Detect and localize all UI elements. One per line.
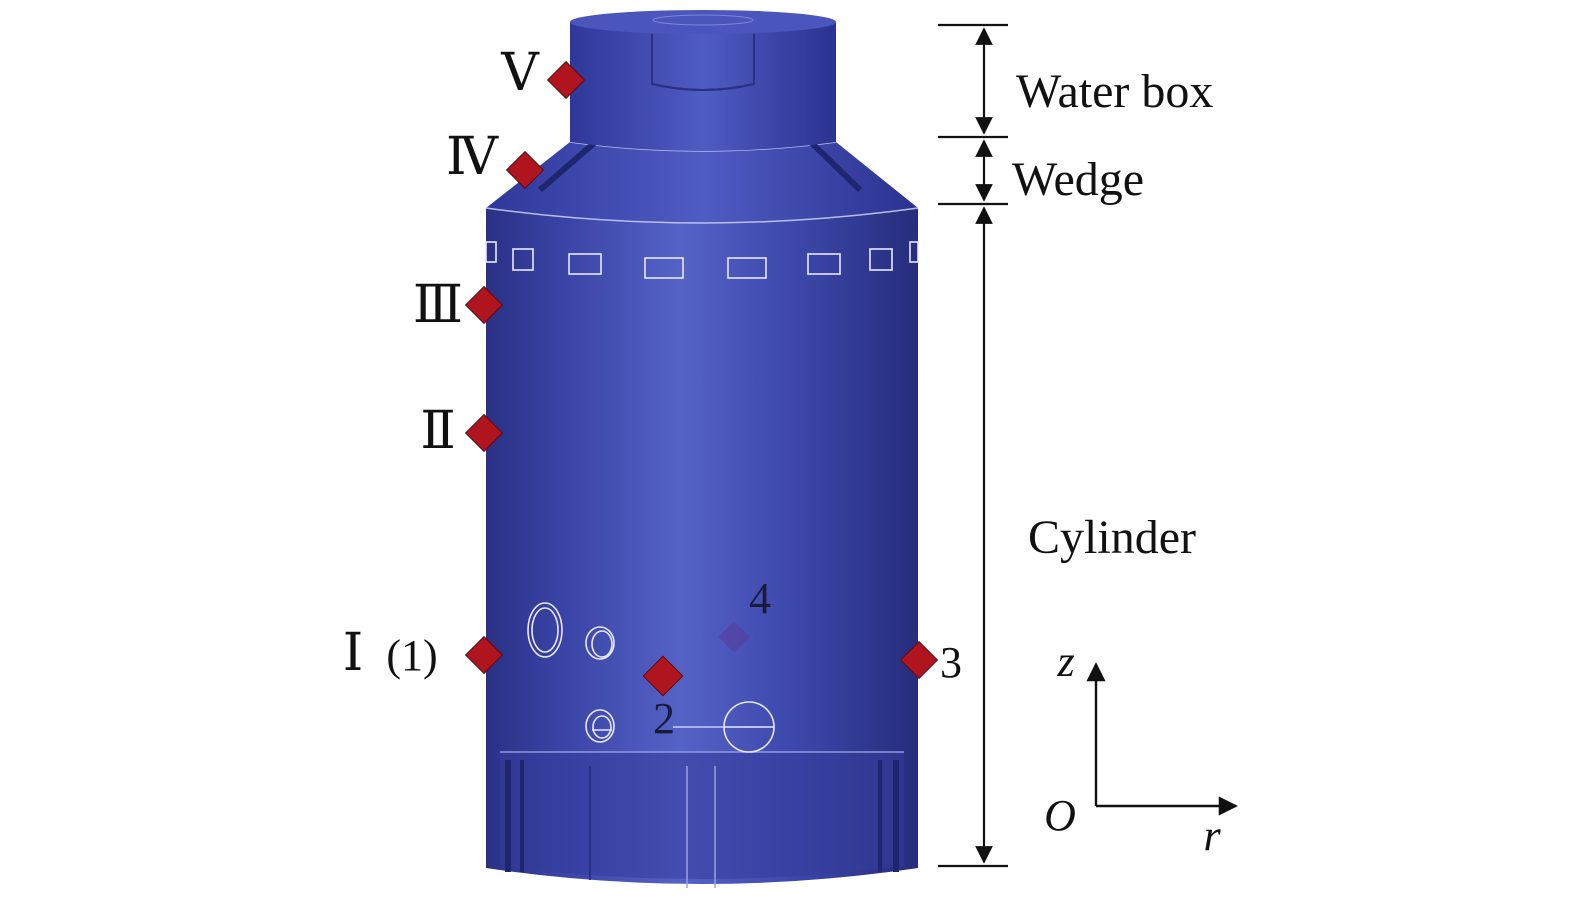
label-r-axis: r [1203,811,1221,860]
label-point-I: Ⅰ [343,625,364,682]
water-box-top [570,10,836,34]
marker-II [464,413,504,453]
label-point-2: 2 [653,694,675,743]
label-point-1: (1) [386,631,437,680]
label-cylinder: Cylinder [1028,511,1196,564]
label-point-IV: Ⅳ [446,129,499,186]
wedge-cone [486,142,918,223]
label-z-axis: z [1056,637,1074,686]
marker-I [464,635,504,675]
label-point-4: 4 [749,574,771,623]
label-point-III: Ⅲ [413,277,463,334]
label-point-II: Ⅱ [420,403,455,460]
water-box-shell [570,22,836,151]
nozzle-ring [485,241,919,279]
marker-2 [642,655,684,697]
label-water-box: Water box [1016,65,1213,118]
label-point-V: Ⅴ [500,45,540,102]
marker-3 [899,640,939,680]
marker-IV [505,150,545,190]
cylinder-shell [486,208,918,884]
lower-openings [527,602,775,753]
coordinate-axes [1086,662,1238,816]
marker-III [464,285,504,325]
label-wedge: Wedge [1012,153,1144,206]
vessel-body [485,10,919,888]
label-origin: O [1044,791,1076,840]
cylinder-skirt [500,752,904,879]
label-point-3: 3 [940,638,962,687]
dimension-lines [938,23,1008,868]
marker-V [546,60,586,100]
